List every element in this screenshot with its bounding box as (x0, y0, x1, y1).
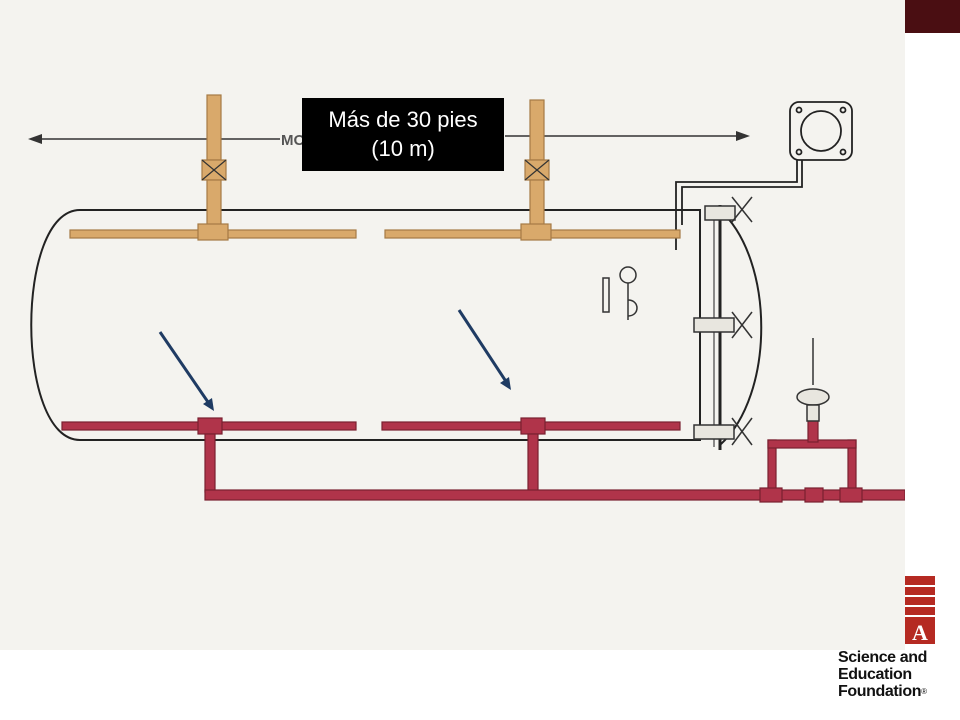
door-clamps (693, 196, 753, 446)
registered-mark: ® (921, 687, 927, 696)
corner-accent-bar (905, 0, 960, 33)
recorder-controller (675, 101, 853, 250)
logo-line-1: Science and (838, 649, 927, 666)
indicator-arrows (158, 309, 511, 411)
water-pipes (61, 417, 905, 503)
logo-line-3: Foundation® (838, 683, 927, 700)
retort-vessel-outline (30, 209, 701, 441)
vent-valve (796, 338, 830, 422)
length-callout-box: Más de 30 pies (10 m) (302, 98, 504, 171)
foundation-logo-text: Science and Education Foundation® (838, 649, 958, 700)
logo-line-2: Education (838, 666, 912, 683)
dimension-label-partial: MO (281, 132, 305, 149)
retort-diagram-svg: MO (28, 94, 905, 503)
retort-door (719, 209, 763, 446)
callout-line-2: (10 m) (371, 136, 435, 161)
sef-logo-icon: A (905, 576, 935, 644)
steam-valves (201, 159, 550, 181)
svg-text:A: A (912, 620, 928, 644)
thermometer-and-gauge (602, 266, 638, 320)
callout-line-1: Más de 30 pies (328, 107, 478, 132)
